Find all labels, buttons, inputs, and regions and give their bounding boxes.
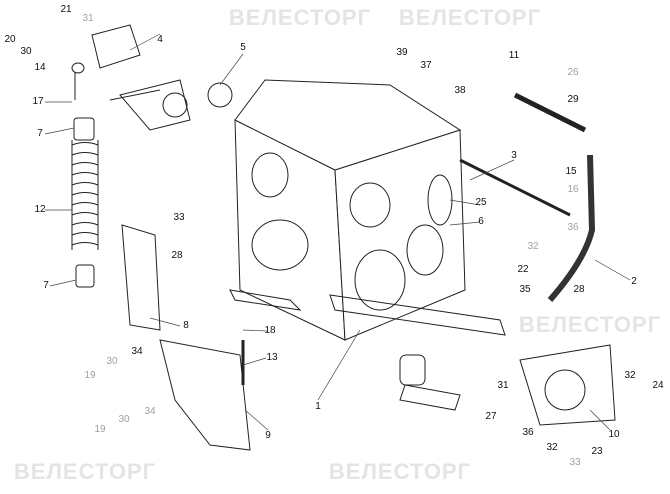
part-label[interactable]: 17 bbox=[32, 96, 44, 107]
part-label[interactable]: 32 bbox=[546, 442, 558, 453]
part-label[interactable]: 19 bbox=[94, 424, 106, 435]
part-label[interactable]: 19 bbox=[84, 370, 96, 381]
part-label[interactable]: 28 bbox=[171, 250, 183, 261]
part-label[interactable]: 26 bbox=[567, 67, 579, 78]
part-label[interactable]: 30 bbox=[20, 46, 32, 57]
part-label[interactable]: 31 bbox=[497, 380, 509, 391]
part-label[interactable]: 35 bbox=[519, 284, 531, 295]
guard-part-8 bbox=[121, 224, 161, 331]
part-label[interactable]: 27 bbox=[485, 411, 497, 422]
part-label[interactable]: 10 bbox=[608, 429, 620, 440]
watermark: ВЕЛЕСТОРГ bbox=[398, 5, 542, 30]
part-label[interactable]: 38 bbox=[454, 85, 466, 96]
frame-part-1 bbox=[229, 79, 506, 411]
part-label[interactable]: 12 bbox=[34, 204, 46, 215]
part-label[interactable]: 21 bbox=[60, 4, 72, 15]
part-label[interactable]: 36 bbox=[567, 222, 579, 233]
rod-part-3 bbox=[459, 158, 571, 217]
part-label[interactable]: 33 bbox=[173, 212, 185, 223]
pin-part-11 bbox=[513, 92, 587, 133]
part-label[interactable]: 34 bbox=[131, 346, 143, 357]
part-label[interactable]: 39 bbox=[396, 47, 408, 58]
guard-part-9 bbox=[159, 339, 251, 451]
part-label[interactable]: 30 bbox=[118, 414, 130, 425]
watermark: ВЕЛЕСТОРГ bbox=[328, 459, 472, 484]
part-label[interactable]: 8 bbox=[183, 320, 189, 331]
leader-lines bbox=[44, 33, 631, 431]
plate-part-10 bbox=[519, 344, 616, 426]
part-label[interactable]: 3 bbox=[511, 150, 517, 161]
part-label[interactable]: 4 bbox=[157, 34, 163, 45]
part-label[interactable]: 11 bbox=[508, 50, 520, 61]
part-label[interactable]: 37 bbox=[420, 60, 432, 71]
watermark: ВЕЛЕСТОРГ bbox=[518, 312, 662, 337]
part-label[interactable]: 24 bbox=[652, 380, 664, 391]
watermark: ВЕЛЕСТОРГ bbox=[228, 5, 372, 30]
part-label[interactable]: 5 bbox=[240, 42, 246, 53]
part-label[interactable]: 7 bbox=[37, 128, 43, 139]
part-label[interactable]: 34 bbox=[144, 406, 156, 417]
part-label[interactable]: 14 bbox=[34, 62, 46, 73]
part-label[interactable]: 15 bbox=[565, 166, 577, 177]
part-label[interactable]: 18 bbox=[264, 325, 276, 336]
part-label[interactable]: 2 bbox=[631, 276, 637, 287]
part-label[interactable]: 33 bbox=[569, 457, 581, 468]
part-label[interactable]: 22 bbox=[517, 264, 529, 275]
watermark: ВЕЛЕСТОРГ bbox=[13, 459, 157, 484]
part-label[interactable]: 36 bbox=[522, 427, 534, 438]
part-label[interactable]: 6 bbox=[478, 216, 484, 227]
part-label[interactable]: 25 bbox=[475, 197, 487, 208]
spring-part-12 bbox=[71, 62, 99, 288]
part-label[interactable]: 16 bbox=[567, 184, 579, 195]
part-label[interactable]: 9 bbox=[265, 430, 271, 441]
part-label[interactable]: 1 bbox=[315, 401, 321, 412]
part-label[interactable]: 20 bbox=[4, 34, 16, 45]
part-label[interactable]: 7 bbox=[43, 280, 49, 291]
part-label[interactable]: 13 bbox=[266, 352, 278, 363]
part-label[interactable]: 23 bbox=[591, 446, 603, 457]
part-label[interactable]: 30 bbox=[106, 356, 118, 367]
part-label[interactable]: 28 bbox=[573, 284, 585, 295]
bracket-part-4 bbox=[91, 24, 233, 131]
part-label[interactable]: 32 bbox=[624, 370, 636, 381]
part-label[interactable]: 29 bbox=[567, 94, 579, 105]
handle-part-2 bbox=[547, 154, 596, 302]
part-label[interactable]: 32 bbox=[527, 241, 539, 252]
part-label[interactable]: 31 bbox=[82, 13, 94, 24]
